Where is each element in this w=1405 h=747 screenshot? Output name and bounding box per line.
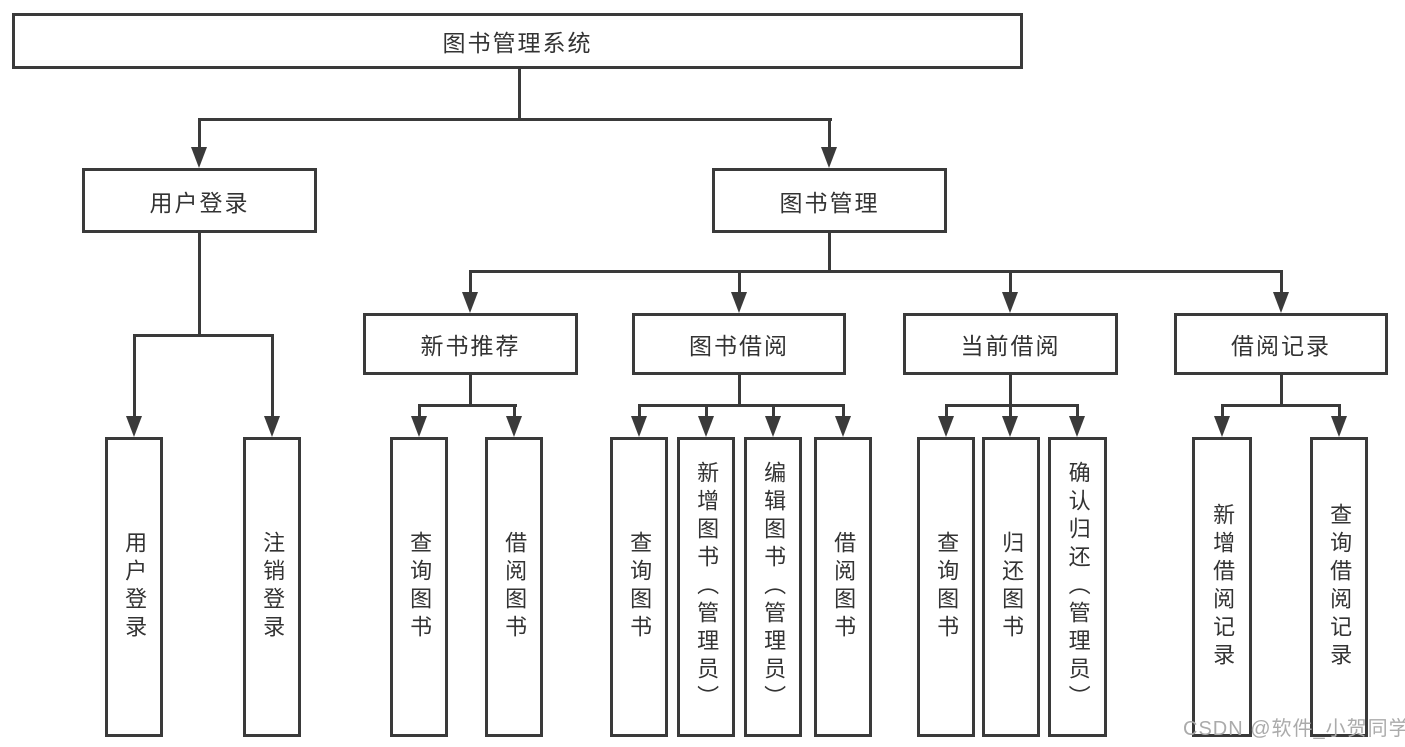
node-root: 图书管理系统 — [12, 13, 1023, 69]
arrowhead-root-right — [821, 147, 837, 168]
leaf-query-books-current: 查询图书 — [917, 437, 975, 737]
connector-bookborrow-stem-3 — [772, 404, 775, 417]
connector-root-hline — [198, 118, 832, 121]
leaf-user-login: 用户登录 — [105, 437, 163, 737]
connector-userlogin-vline — [198, 233, 201, 336]
arrowhead-bookborrow-1 — [631, 416, 647, 437]
node-borrow-records-label: 借阅记录 — [1231, 333, 1331, 359]
arrowhead-newbook-1 — [411, 416, 427, 437]
leaf-logout: 注销登录 — [243, 437, 301, 737]
arrowhead-bookborrow-4 — [835, 416, 851, 437]
connector-borrowrecord-stem-1 — [1221, 404, 1224, 417]
leaf-query-books-borrow: 查询图书 — [610, 437, 668, 737]
node-book-management: 图书管理 — [712, 168, 947, 233]
leaf-query-books-borrow-label: 查询图书 — [627, 531, 653, 643]
connector-bookborrow-hline — [638, 404, 845, 407]
arrowhead-bookmgmt-1 — [462, 292, 478, 313]
arrowhead-bookmgmt-3 — [1002, 292, 1018, 313]
csdn-watermark-text: CSDN @软件_小贺同学 — [1183, 718, 1405, 740]
connector-currentborrow-stem-1 — [945, 404, 948, 417]
arrowhead-bookborrow-3 — [765, 416, 781, 437]
connector-root-right-stem — [828, 118, 831, 148]
connector-borrowrecord-stem-2 — [1338, 404, 1341, 417]
arrowhead-currentborrow-2 — [1002, 416, 1018, 437]
arrowhead-borrowrecord-2 — [1331, 416, 1347, 437]
connector-currentborrow-vline — [1009, 375, 1012, 406]
connector-currentborrow-stem-3 — [1076, 404, 1079, 417]
connector-root-vline — [518, 69, 521, 120]
connector-borrowrecord-hline — [1221, 404, 1341, 407]
leaf-return-books: 归还图书 — [982, 437, 1040, 737]
arrowhead-currentborrow-1 — [938, 416, 954, 437]
connector-bookmgmt-vline — [828, 233, 831, 273]
connector-bookmgmt-stem-4 — [1280, 270, 1283, 293]
node-book-management-label: 图书管理 — [779, 189, 880, 216]
leaf-query-books-recommend: 查询图书 — [390, 437, 448, 737]
leaf-query-books-current-label: 查询图书 — [934, 531, 960, 643]
node-current-borrow-label: 当前借阅 — [960, 333, 1061, 359]
leaf-add-borrow-record: 新增借阅记录 — [1192, 437, 1252, 737]
connector-bookborrow-vline — [738, 375, 741, 406]
arrowhead-bookmgmt-2 — [731, 292, 747, 313]
leaf-logout-label: 注销登录 — [260, 531, 286, 643]
connector-bookborrow-stem-1 — [638, 404, 641, 417]
leaf-user-login-label: 用户登录 — [122, 531, 148, 643]
connector-bookmgmt-hline — [469, 270, 1283, 273]
arrowhead-bookborrow-2 — [698, 416, 714, 437]
node-user-login: 用户登录 — [82, 168, 317, 233]
arrowhead-userlogin-2 — [264, 416, 280, 437]
leaf-borrow-books: 借阅图书 — [814, 437, 872, 737]
node-borrow-records: 借阅记录 — [1174, 313, 1388, 375]
connector-currentborrow-stem-2 — [1009, 404, 1012, 417]
leaf-query-borrow-record-label: 查询借阅记录 — [1327, 503, 1353, 671]
node-new-book-recommend: 新书推荐 — [363, 313, 578, 375]
arrowhead-bookmgmt-4 — [1273, 292, 1289, 313]
connector-borrowrecord-vline — [1280, 375, 1283, 406]
leaf-add-books-admin: 新增图书（管理员） — [677, 437, 735, 737]
connector-newbook-stem-2 — [513, 404, 516, 417]
leaf-add-books-admin-label: 新增图书（管理员） — [694, 461, 720, 713]
leaf-edit-books-admin-label: 编辑图书（管理员） — [761, 461, 787, 713]
connector-bookborrow-stem-2 — [705, 404, 708, 417]
leaf-confirm-return-admin: 确认归还（管理员） — [1048, 437, 1107, 737]
node-current-borrow: 当前借阅 — [903, 313, 1118, 375]
leaf-confirm-return-admin-label: 确认归还（管理员） — [1065, 461, 1091, 713]
leaf-query-borrow-record: 查询借阅记录 — [1310, 437, 1368, 737]
node-book-borrow: 图书借阅 — [632, 313, 846, 375]
node-root-label: 图书管理系统 — [442, 30, 593, 56]
connector-bookmgmt-stem-1 — [469, 270, 472, 293]
leaf-borrow-books-label: 借阅图书 — [831, 531, 857, 643]
connector-newbook-hline — [418, 404, 517, 407]
arrowhead-newbook-2 — [506, 416, 522, 437]
arrowhead-borrowrecord-1 — [1214, 416, 1230, 437]
leaf-borrow-books-recommend-label: 借阅图书 — [502, 531, 528, 643]
connector-newbook-stem-1 — [418, 404, 421, 417]
connector-bookborrow-stem-4 — [842, 404, 845, 417]
node-book-borrow-label: 图书借阅 — [689, 333, 789, 359]
arrowhead-root-left — [191, 147, 207, 168]
connector-root-left-stem — [198, 118, 201, 148]
leaf-edit-books-admin: 编辑图书（管理员） — [744, 437, 802, 737]
connector-userlogin-stem-2 — [271, 334, 274, 417]
connector-userlogin-stem-1 — [133, 334, 136, 417]
leaf-return-books-label: 归还图书 — [999, 531, 1025, 643]
connector-userlogin-hline — [133, 334, 274, 337]
leaf-borrow-books-recommend: 借阅图书 — [485, 437, 543, 737]
connector-bookmgmt-stem-3 — [1009, 270, 1012, 293]
arrowhead-userlogin-1 — [126, 416, 142, 437]
connector-newbook-vline — [469, 375, 472, 406]
leaf-query-books-recommend-label: 查询图书 — [407, 531, 433, 643]
csdn-watermark: CSDN @软件_小贺同学 — [1183, 712, 1405, 741]
leaf-add-borrow-record-label: 新增借阅记录 — [1210, 503, 1236, 671]
arrowhead-currentborrow-3 — [1069, 416, 1085, 437]
node-new-book-recommend-label: 新书推荐 — [420, 333, 521, 359]
connector-bookmgmt-stem-2 — [738, 270, 741, 293]
node-user-login-label: 用户登录 — [149, 189, 250, 216]
connector-currentborrow-hline — [945, 404, 1079, 407]
